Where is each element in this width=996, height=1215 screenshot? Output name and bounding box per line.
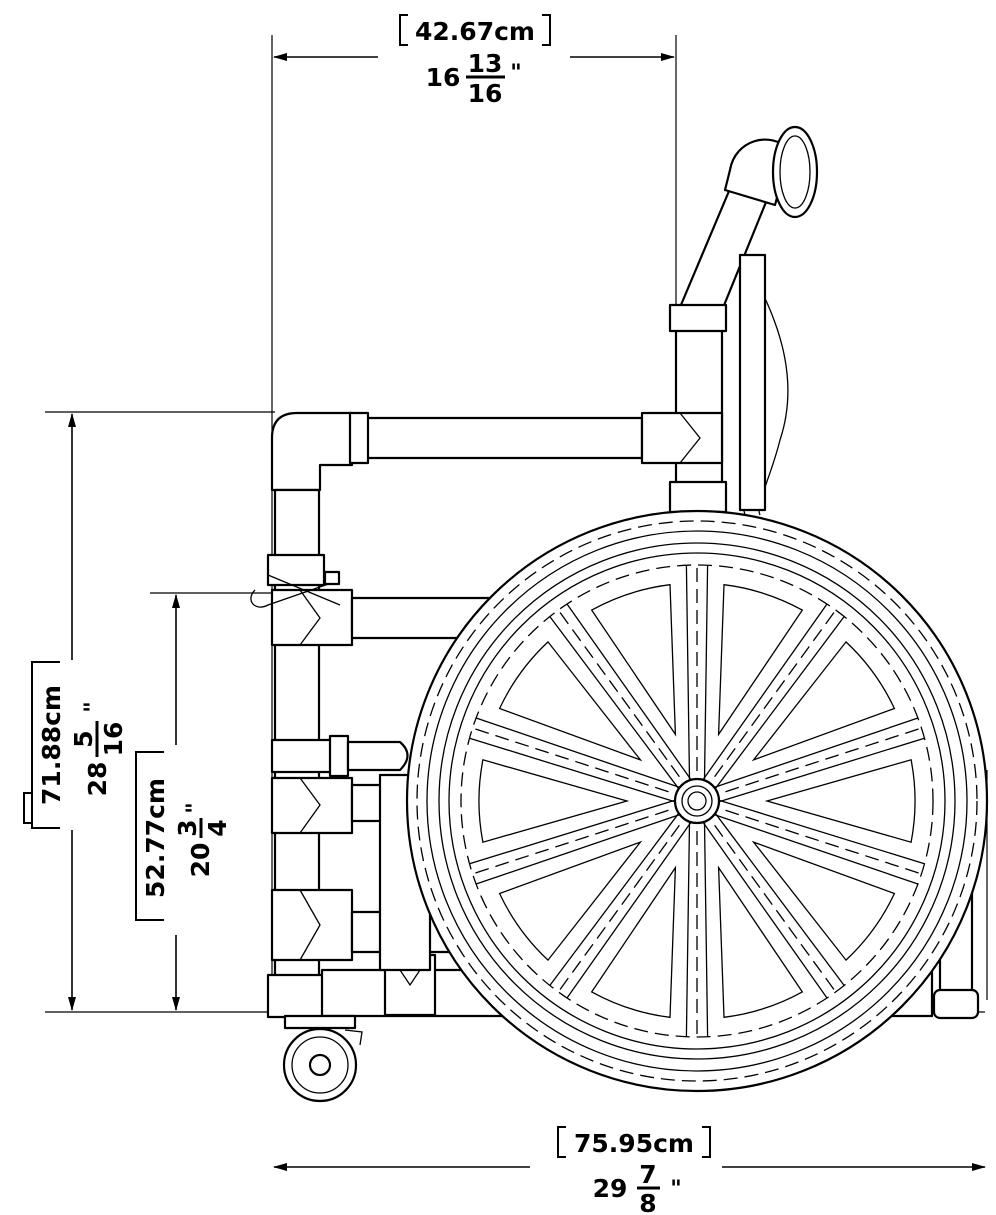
wheel-spokes: [469, 565, 925, 1037]
wheel-spoke-center: [714, 824, 837, 993]
wheel-spoke-center: [472, 809, 669, 875]
front-caster: [282, 1014, 363, 1103]
wheel-spoke-center: [472, 727, 669, 793]
overall-height-whole: 28: [83, 762, 112, 797]
wheel-spoke-center: [714, 609, 837, 778]
overall-length-metric: 75.95cm: [574, 1129, 694, 1158]
wheel-spoke: [469, 717, 680, 803]
wheel-spoke-center: [557, 609, 680, 778]
seat-height-denominator: 4: [203, 819, 232, 836]
overall-length-unit: ": [670, 1177, 681, 1202]
wheel-window: [764, 758, 916, 844]
wheel-window: [590, 583, 677, 737]
seat-height-whole: 20: [186, 843, 215, 878]
seat-latch: [250, 570, 341, 608]
overall-length-whole: 29: [593, 1174, 628, 1203]
height-bracket-caps: [32, 661, 164, 921]
overall-height-numerator: 5: [69, 730, 98, 747]
top-width-dimension: 42.67cm 16 13 16 ": [271, 14, 677, 1000]
seat-height-unit: ": [183, 802, 208, 813]
main-wheel: [405, 509, 989, 1093]
wheel-spoke-center: [557, 824, 680, 993]
wheel-spoke: [549, 603, 692, 790]
wheel-spoke-center: [725, 809, 922, 875]
rear-foot: [932, 988, 980, 1020]
overall-length-dimension: 75.95cm 29 7 8 ": [273, 770, 988, 1215]
wheel-spoke: [685, 565, 709, 781]
wheel-window: [751, 640, 896, 762]
wheel-window: [717, 583, 804, 737]
overall-height-unit: ": [81, 701, 106, 712]
seat-rail: [270, 588, 354, 647]
wheel-spoke-center: [725, 727, 922, 793]
wheel-window: [498, 640, 643, 762]
wheel-window: [498, 840, 643, 962]
top-width-numerator: 13: [468, 49, 503, 78]
overall-length-numerator: 7: [639, 1160, 656, 1189]
wheel-spoke: [714, 799, 925, 885]
wheel-window: [717, 865, 804, 1019]
top-width-whole: 16: [426, 63, 461, 92]
top-width-denominator: 16: [468, 79, 503, 108]
seat-height-metric: 52.77cm: [141, 778, 170, 898]
overall-height-dimension: 71.88cm 28 5 16 ": [23, 411, 985, 1013]
seat-height-dimension: 52.77cm 20 3 4 ": [135, 592, 272, 1011]
top-width-unit: ": [510, 61, 521, 86]
wheel-spoke: [714, 717, 925, 803]
top-rail: [270, 411, 354, 492]
wheel-spoke: [702, 812, 845, 999]
wheel-window: [478, 758, 630, 844]
wheel-window: [590, 865, 677, 1019]
top-width-metric: 42.67cm: [415, 17, 535, 46]
wheel-spoke: [549, 812, 692, 999]
seat-height-numerator: 3: [173, 819, 202, 836]
overall-height-metric: 71.88cm: [37, 685, 66, 805]
wheel-spoke: [685, 821, 709, 1037]
wheel-window: [751, 840, 896, 962]
wheel-spoke: [469, 799, 680, 885]
overall-length-denominator: 8: [639, 1189, 656, 1215]
wheel-spoke: [702, 603, 845, 790]
overall-height-denominator: 16: [99, 722, 128, 757]
